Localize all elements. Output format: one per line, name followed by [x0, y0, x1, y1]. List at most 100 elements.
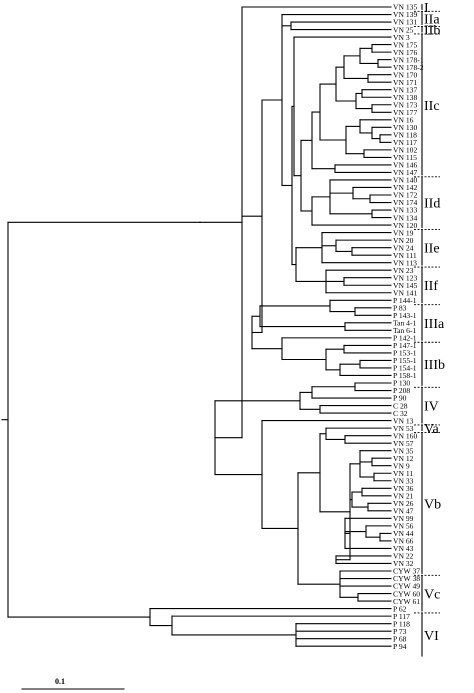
- leaf-label: Tan 6-1: [393, 326, 416, 335]
- leaf-label: P 62: [393, 604, 407, 613]
- leaf-label: VN 113: [393, 258, 417, 267]
- leaf-label: VN 20: [393, 236, 414, 245]
- leaf-label: VN 44: [393, 529, 414, 538]
- leaf-label: VN 131: [393, 18, 417, 27]
- leaf-label: VN 134: [393, 213, 417, 222]
- leaf-label: P 142-1: [393, 334, 417, 343]
- tree-branches: [1, 6, 392, 647]
- group-label: IIIb: [424, 358, 445, 373]
- leaf-label: VN 137: [393, 85, 417, 94]
- leaf-label: VN 171: [393, 78, 417, 87]
- leaf-label: CYW 37: [393, 567, 420, 576]
- leaf-label: P 147-1: [393, 341, 417, 350]
- leaf-label: VN 24: [393, 243, 414, 252]
- leaf-label: P 155-1: [393, 356, 417, 365]
- group-label: Vb: [424, 497, 441, 512]
- leaf-label: C 28: [393, 401, 408, 410]
- leaf-label: Tan 4-1: [393, 319, 416, 328]
- leaf-label: VN 36: [393, 484, 414, 493]
- leaf-label: P 83: [393, 304, 407, 313]
- leaf-label: VN 133: [393, 206, 417, 215]
- leaf-label: P 94: [393, 642, 407, 651]
- leaf-label: VN 147: [393, 168, 417, 177]
- group-label: IIe: [424, 242, 440, 257]
- leaf-label: VN 21: [393, 492, 414, 501]
- leaf-label: VN 172: [393, 191, 417, 200]
- leaf-label: VN 22: [393, 552, 414, 561]
- leaf-label: VN 145: [393, 281, 417, 290]
- group-label: Vc: [424, 588, 440, 603]
- leaf-label: VN 12: [393, 454, 414, 463]
- group-label: Va: [424, 422, 440, 437]
- leaf-label: VN 57: [393, 439, 414, 448]
- group-label: IIa: [424, 12, 440, 27]
- leaf-label: VN 118: [393, 131, 417, 140]
- leaf-label: P 130: [393, 379, 410, 388]
- leaf-label: VN 32: [393, 559, 414, 568]
- leaf-label: VN 130: [393, 123, 417, 132]
- leaf-label: VN 139: [393, 10, 417, 19]
- leaf-label: VN 3: [393, 33, 410, 42]
- group-label: IIIa: [424, 317, 445, 332]
- leaf-label: P 158-1: [393, 371, 417, 380]
- leaf-label: C 32: [393, 409, 408, 418]
- group-label: VI: [424, 629, 439, 644]
- leaf-label: VN 140: [393, 176, 417, 185]
- leaf-label: VN 11: [393, 469, 413, 478]
- leaf-label: VN 173: [393, 100, 417, 109]
- leaf-label: VN 178-2: [393, 63, 424, 72]
- leaf-label: P 117: [393, 612, 410, 621]
- leaf-label: VN 33: [393, 476, 414, 485]
- leaf-label: VN 174: [393, 198, 417, 207]
- leaf-label: P 143-1: [393, 311, 417, 320]
- leaf-label: VN 53: [393, 424, 414, 433]
- leaf-label: VN 56: [393, 522, 414, 531]
- leaf-label: VN 117: [393, 138, 417, 147]
- leaf-label: VN 135: [393, 3, 417, 12]
- group-label: IV: [424, 400, 439, 415]
- leaf-label: VN 142: [393, 183, 417, 192]
- leaf-label: VN 123: [393, 273, 417, 282]
- leaf-label: CYW 49: [393, 582, 420, 591]
- group-label: I: [424, 1, 429, 16]
- scale-bar-label: 0.1: [55, 677, 65, 686]
- leaf-label: P 208: [393, 386, 410, 395]
- group-label: IIb: [424, 24, 440, 39]
- leaf-label: VN 177: [393, 108, 417, 117]
- leaf-label: VN 170: [393, 70, 417, 79]
- leaf-label: VN 23: [393, 266, 414, 275]
- leaf-label: CYW 38: [393, 574, 420, 583]
- leaf-label: VN 25: [393, 25, 414, 34]
- leaf-label: P 90: [393, 394, 407, 403]
- leaf-label: VN 138: [393, 93, 417, 102]
- leaf-label: VN 19: [393, 228, 414, 237]
- leaf-label: VN 175: [393, 40, 417, 49]
- leaf-label: VN 13: [393, 416, 414, 425]
- leaf-label: VN 178-1: [393, 55, 424, 64]
- scale-bar: 0.1: [21, 677, 125, 690]
- leaf-label: VN 160: [393, 431, 417, 440]
- leaf-label: P 68: [393, 634, 407, 643]
- leaf-label: VN 43: [393, 544, 414, 553]
- leaf-label: VN 115: [393, 153, 417, 162]
- leaf-label: VN 141: [393, 288, 417, 297]
- leaf-label: VN 35: [393, 446, 414, 455]
- leaf-label: VN 16: [393, 116, 414, 125]
- leaf-label: P 144-1: [393, 296, 417, 305]
- leaf-label: VN 111: [393, 251, 417, 260]
- leaf-label: P 154-1: [393, 364, 417, 373]
- leaf-label: VN 102: [393, 146, 417, 155]
- leaf-label: VN 9: [393, 461, 410, 470]
- leaf-label: CYW 60: [393, 589, 420, 598]
- leaf-label: VN 47: [393, 507, 414, 516]
- leaf-label: VN 176: [393, 48, 417, 57]
- leaf-label: VN 26: [393, 499, 414, 508]
- leaf-label: P 73: [393, 627, 407, 636]
- leaf-label: VN 146: [393, 161, 417, 170]
- leaf-label: P 153-1: [393, 349, 417, 358]
- leaf-label: CYW 61: [393, 597, 420, 606]
- group-label: IId: [424, 197, 440, 212]
